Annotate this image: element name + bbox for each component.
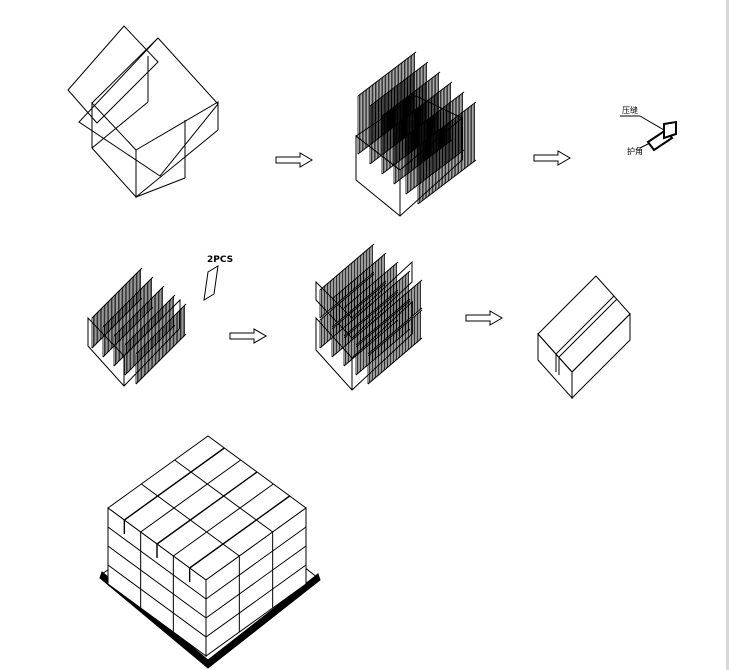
sealed-carton-figure xyxy=(537,275,631,400)
open-carton-figure xyxy=(67,25,219,199)
arrow-1-icon xyxy=(275,152,313,168)
arrow-3-icon xyxy=(229,328,267,344)
stacked-modules xyxy=(357,51,477,205)
page-right-border xyxy=(726,0,729,670)
label-corner-guard: 护角 xyxy=(627,146,643,156)
label-seam: 压缝 xyxy=(622,105,638,115)
double-module-stack xyxy=(319,243,423,385)
separator-sheets-figure: 2PCS xyxy=(203,255,233,301)
palletized-cartons-figure xyxy=(99,435,321,669)
arrow-2-icon xyxy=(533,150,571,166)
module-layer-stack xyxy=(91,267,187,385)
separator-count-label: 2PCS xyxy=(207,255,233,265)
corner-protector-detail: 压缝 护角 xyxy=(620,105,677,156)
arrow-4-icon xyxy=(465,310,503,326)
two-layer-carton-figure xyxy=(315,260,413,391)
